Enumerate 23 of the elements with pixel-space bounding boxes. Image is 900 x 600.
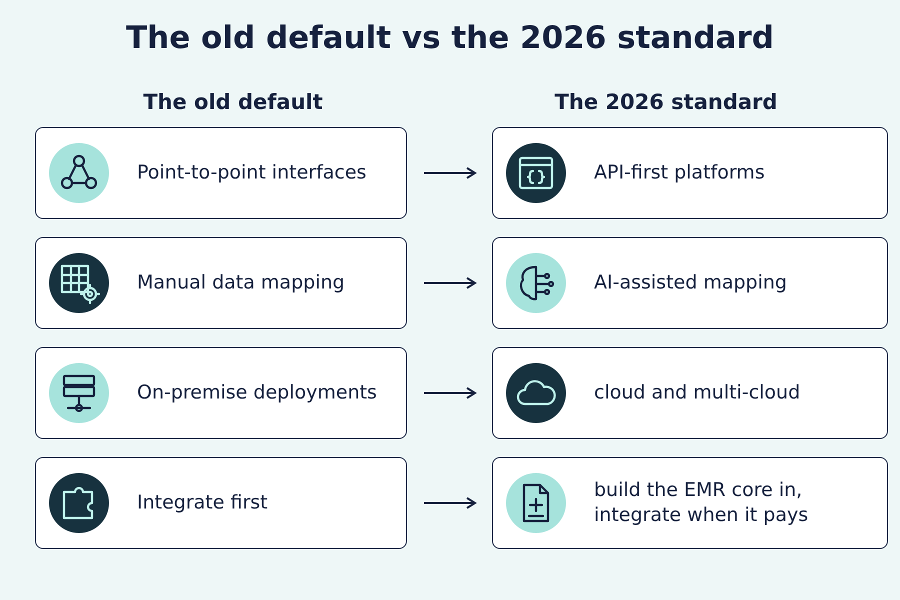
card-label: build the EMR core in, integrate when it pays: [594, 478, 810, 528]
comparison-card: [35, 347, 407, 439]
card-label: Point-to-point interfaces: [137, 160, 368, 186]
arrow: [424, 277, 476, 289]
card-label: API-first platforms: [594, 160, 766, 186]
title: The old default vs the 2026 standard: [125, 20, 775, 56]
card-label: cloud and multi-cloud: [594, 380, 802, 406]
comparison-card: [492, 457, 888, 549]
comparison-card: [492, 237, 888, 329]
card-label: Integrate first: [137, 490, 269, 516]
arrow: [424, 497, 476, 509]
card-label: On-premise deployments: [137, 380, 378, 406]
comparison-card: [492, 127, 888, 219]
arrow: [424, 167, 476, 179]
card-label: AI-assisted mapping: [594, 270, 788, 296]
comparison-card: [35, 127, 407, 219]
comparison-card: [35, 457, 407, 549]
column-heading: The 2026 standard: [554, 90, 778, 114]
comparison-card: [492, 347, 888, 439]
comparison-card: [35, 237, 407, 329]
card-label: Manual data mapping: [137, 270, 346, 296]
arrow: [424, 387, 476, 399]
column-heading: The old default: [142, 90, 324, 114]
